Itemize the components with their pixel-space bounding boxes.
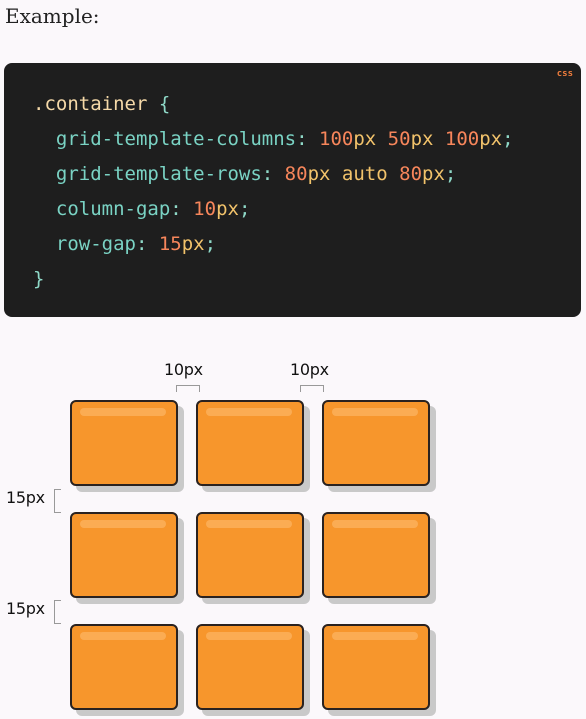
code-token: : bbox=[296, 128, 319, 150]
code-line: } bbox=[33, 262, 514, 297]
row-gap-label: 15px bbox=[6, 488, 45, 507]
column-gap-label: 10px bbox=[164, 360, 203, 379]
code-token: { bbox=[158, 93, 171, 115]
code-token: 10 bbox=[193, 198, 217, 220]
code-token: grid-template-columns bbox=[33, 128, 297, 150]
grid-cell bbox=[70, 512, 184, 604]
code-token: 15 bbox=[158, 233, 182, 255]
code-token: px bbox=[216, 198, 239, 220]
code-token: ; bbox=[204, 233, 217, 255]
code-token: 80 bbox=[284, 163, 308, 185]
row-gap-bracket bbox=[54, 489, 61, 513]
code-token: 100 bbox=[319, 128, 354, 150]
code-token: px bbox=[307, 163, 331, 185]
grid-cell bbox=[322, 400, 436, 492]
code-line: column-gap: 10px; bbox=[33, 192, 514, 227]
code-token: ; bbox=[444, 163, 457, 185]
code-text: .container { grid-template-columns: 100p… bbox=[33, 87, 514, 297]
code-token: 50 bbox=[387, 128, 411, 150]
code-token: : bbox=[135, 233, 159, 255]
code-token: 80 bbox=[399, 163, 423, 185]
grid-cell bbox=[196, 400, 310, 492]
code-line: grid-template-rows: 80px auto 80px; bbox=[33, 157, 514, 192]
column-gap-bracket bbox=[300, 385, 324, 392]
code-line: grid-template-columns: 100px 50px 100px; bbox=[33, 122, 514, 157]
code-token: auto bbox=[341, 163, 388, 185]
code-token: px bbox=[410, 128, 434, 150]
code-token bbox=[388, 163, 399, 185]
code-token bbox=[376, 128, 387, 150]
language-badge: css bbox=[556, 69, 573, 79]
code-token: px bbox=[479, 128, 503, 150]
code-line: .container { bbox=[33, 87, 514, 122]
grid-cell bbox=[196, 624, 310, 716]
code-token: : bbox=[261, 163, 285, 185]
grid-cell bbox=[322, 624, 436, 716]
grid-cell bbox=[70, 624, 184, 716]
row-gap-label: 15px bbox=[6, 599, 45, 618]
code-token: .container bbox=[33, 93, 159, 115]
code-token bbox=[330, 163, 341, 185]
code-token: grid-template-rows bbox=[33, 163, 262, 185]
code-token: px bbox=[181, 233, 205, 255]
code-token: 100 bbox=[444, 128, 480, 150]
code-block: css .container { grid-template-columns: … bbox=[4, 63, 581, 317]
grid-cell bbox=[70, 400, 184, 492]
code-token: column-gap bbox=[33, 198, 171, 220]
code-token: ; bbox=[238, 198, 251, 220]
code-token: px bbox=[422, 163, 445, 185]
code-token: row-gap bbox=[33, 233, 136, 255]
grid-gap-diagram: 10px 10px 15px 15px bbox=[0, 340, 586, 719]
code-line: row-gap: 15px; bbox=[33, 227, 514, 262]
column-gap-bracket bbox=[176, 385, 200, 392]
example-heading: Example: bbox=[5, 4, 100, 28]
grid-cell bbox=[322, 512, 436, 604]
code-token: } bbox=[33, 268, 45, 290]
code-token bbox=[433, 128, 444, 150]
code-token: : bbox=[170, 198, 194, 220]
column-gap-label: 10px bbox=[290, 360, 329, 379]
code-token: ; bbox=[502, 128, 514, 150]
grid-cell bbox=[196, 512, 310, 604]
code-token: px bbox=[353, 128, 377, 150]
row-gap-bracket bbox=[54, 600, 61, 624]
